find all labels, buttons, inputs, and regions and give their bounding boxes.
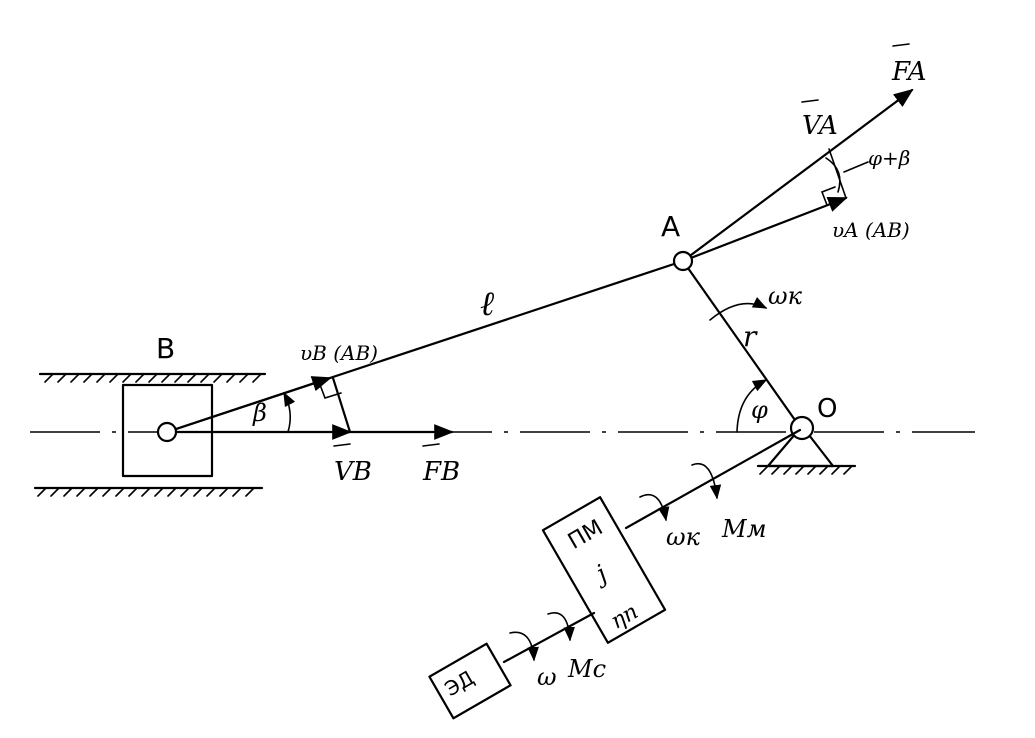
label-r: r — [743, 320, 758, 353]
right-angle-mark-A — [820, 186, 836, 206]
label-l: ℓ — [480, 284, 494, 324]
electric-motor — [428, 642, 512, 720]
vB-projection-line — [331, 376, 352, 434]
joint-B — [156, 421, 178, 443]
gearbox — [541, 496, 667, 644]
Mc-arc — [547, 612, 575, 642]
label-phi: φ — [751, 396, 768, 424]
slider-block — [121, 383, 214, 478]
label-PM: ПМ — [564, 515, 607, 554]
label-vA-AB: υA (AB) — [832, 218, 910, 242]
label-Mm: Мм — [721, 515, 766, 543]
vA-AB-vector — [681, 196, 848, 263]
vB-AB-vector — [165, 376, 332, 434]
beta-arc — [283, 391, 296, 433]
motor-shaft — [502, 611, 596, 664]
FA-overbar — [892, 43, 910, 47]
label-vB-AB: υB (AB) — [300, 341, 378, 365]
label-omega: ω — [537, 663, 557, 691]
label-B: B — [156, 332, 175, 365]
FB-overbar — [422, 443, 440, 447]
VA-overbar — [801, 99, 819, 103]
label-FB: FB — [422, 457, 460, 487]
label-omega-k-bottom: ωк — [666, 523, 701, 551]
vA-projection-line — [828, 148, 847, 199]
ground-support — [756, 424, 857, 475]
VB-overbar — [333, 443, 351, 447]
phi-beta-leader — [843, 161, 869, 173]
omega-shaft-arc — [509, 631, 539, 662]
right-angle-mark-B — [318, 381, 342, 399]
crank — [681, 259, 804, 432]
label-A: A — [661, 210, 680, 243]
label-Mc: Мс — [567, 655, 606, 683]
label-omega-k-top: ωк — [768, 282, 803, 310]
omega-k-arc — [709, 297, 768, 321]
label-phi-plus-beta: φ+β — [868, 146, 910, 170]
label-eta-p: ηп — [607, 599, 643, 634]
joint-A — [672, 250, 694, 272]
lower-guide — [33, 486, 264, 497]
FA-vector — [681, 88, 914, 263]
label-O: O — [817, 394, 837, 424]
label-VB: VB — [334, 457, 372, 487]
upper-guide — [38, 372, 267, 383]
label-VA: VA — [802, 111, 838, 141]
Mm-arc — [691, 462, 722, 500]
label-ED: ЭД — [441, 665, 479, 701]
label-beta: β — [252, 399, 267, 427]
phi-arc — [736, 379, 768, 433]
phi-beta-arc — [825, 157, 841, 193]
label-FA: FA — [891, 57, 927, 87]
omega-k-shaft-arc — [639, 493, 670, 522]
joint-O — [789, 415, 815, 441]
label-j: j — [587, 559, 612, 590]
